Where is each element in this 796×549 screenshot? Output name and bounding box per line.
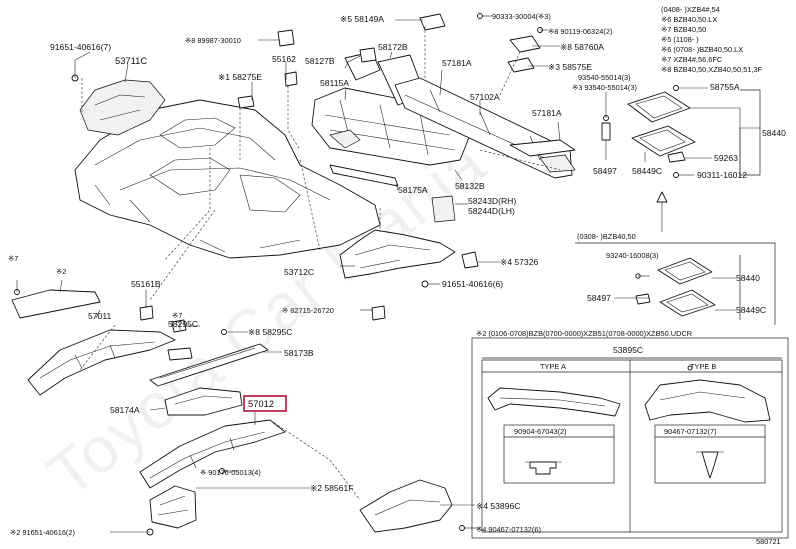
- label-90176[interactable]: ※ 90176-05013(4): [200, 468, 261, 477]
- rear-rail-57012: [139, 419, 286, 489]
- label-star-2: ※2: [56, 267, 66, 276]
- long-rail-58173B: [149, 329, 269, 387]
- label-57181A-mid[interactable]: 57181A: [532, 108, 562, 118]
- label-57011[interactable]: 57011: [88, 311, 111, 321]
- label-58575E[interactable]: ※3 58575E: [548, 62, 592, 72]
- small-brackets-top: [71, 13, 543, 109]
- floor-pan-assembly: [74, 79, 381, 259]
- label-58449C-top[interactable]: 58449C: [632, 166, 662, 176]
- label-57181A-top[interactable]: 57181A: [442, 58, 472, 68]
- label-57326[interactable]: ※4 57326: [500, 257, 538, 267]
- label-58497-top[interactable]: 58497: [593, 166, 617, 176]
- sub-kit-frame: [575, 89, 776, 325]
- note-line-2: ※6 BZB40,50.LX: [661, 15, 717, 24]
- label-58115A[interactable]: 58115A: [320, 78, 349, 88]
- subkit-93240[interactable]: 93240-16008(3): [606, 251, 659, 260]
- label-58275E[interactable]: ※1 58275E: [218, 72, 262, 82]
- side-rail-57011: [11, 289, 193, 396]
- label-58174A[interactable]: 58174A: [110, 405, 140, 415]
- inset-clip-a[interactable]: 90904-67043(2): [514, 427, 567, 436]
- wheelhouse-53896C: [359, 479, 465, 533]
- label-58127B[interactable]: 58127B: [305, 56, 335, 66]
- label-93540-a[interactable]: 93540-55014(3): [578, 73, 631, 82]
- subkit-58440[interactable]: 58440: [736, 273, 760, 283]
- label-58172B[interactable]: 58172B: [378, 42, 408, 52]
- labels: ※5 58149A 90333-30004(※3) ※8 90119-06324…: [8, 5, 786, 546]
- label-91651-6[interactable]: 91651-40616(6): [442, 279, 503, 289]
- inset-header: ※2 (0106-0708)BZB(0700-0000)XZB51(0708-0…: [476, 329, 692, 338]
- label-58755A[interactable]: 58755A: [710, 82, 740, 92]
- label-53712C[interactable]: 53712C: [284, 267, 314, 277]
- label-57102A[interactable]: 57102A: [470, 92, 500, 102]
- note-line-5: ※6 (0708- )BZB40,50.LX: [661, 45, 743, 54]
- label-55162[interactable]: 55162: [272, 54, 296, 64]
- label-59263[interactable]: 59263: [714, 153, 738, 163]
- label-58132B[interactable]: 58132B: [455, 181, 485, 191]
- label-91651-7[interactable]: 91651-40616(7): [50, 42, 111, 52]
- sill-strip-58175A: [329, 164, 399, 187]
- note-line-1: (0408- )XZB4#,54: [661, 5, 720, 14]
- note-line-4: ※5 (1108- ): [661, 35, 699, 44]
- label-58295C-a[interactable]: 58295C: [168, 319, 198, 329]
- label-93540-b[interactable]: ※3 93540-55014(3): [572, 83, 637, 92]
- floor-rail-57102A: [394, 77, 576, 179]
- wheelhouse-53712C: [339, 229, 456, 279]
- subkit-header: (0308- )BZB40,50: [577, 232, 636, 241]
- label-55161B[interactable]: 55161B: [131, 279, 161, 289]
- label-58175A[interactable]: 58175A: [398, 185, 428, 195]
- note-line-3: ※7 BZB40,50: [661, 25, 706, 34]
- label-58561F[interactable]: ※2 58561F: [310, 483, 354, 493]
- label-58244D[interactable]: 58244D(LH): [468, 206, 515, 216]
- inset-box: [471, 337, 789, 539]
- center-crossmember-58115A: [311, 51, 471, 166]
- tray-58440-sub: [635, 257, 716, 317]
- dashed-guides: [79, 26, 561, 501]
- label-53896C[interactable]: ※4 53896C: [476, 501, 520, 511]
- label-91651-2[interactable]: ※2 91651-40616(2): [10, 528, 75, 537]
- label-58173B[interactable]: 58173B: [284, 348, 314, 358]
- bracket-57326: [371, 251, 479, 321]
- label-90467-6[interactable]: ※4 90467-07132(6): [476, 525, 541, 534]
- figure-code: 580721: [756, 537, 781, 546]
- inset-clip-b[interactable]: 90467-07132(7): [664, 427, 717, 436]
- subkit-58449C[interactable]: 58449C: [736, 305, 766, 315]
- label-58295C-b[interactable]: ※8 58295C: [248, 327, 292, 337]
- label-star-7b: ※7: [172, 311, 182, 320]
- inset-type-a: TYPE A: [540, 362, 566, 371]
- inset-type-b: TYPE B: [690, 362, 716, 371]
- note-line-7: ※8 BZB40,50,XZB40,50,51,3F: [661, 65, 763, 74]
- label-58760A[interactable]: ※8 58760A: [560, 42, 604, 52]
- subkit-58497[interactable]: 58497: [587, 293, 611, 303]
- label-57012[interactable]: 57012: [248, 398, 274, 409]
- label-58243D[interactable]: 58243D(RH): [468, 196, 516, 206]
- label-90119[interactable]: ※8 90119-06324(2): [548, 27, 612, 36]
- label-90333[interactable]: 90333-30004(※3): [492, 12, 551, 21]
- label-90311[interactable]: 90311-16012: [697, 170, 747, 180]
- up-arrow-icon: [656, 191, 668, 232]
- label-58440-top[interactable]: 58440: [762, 128, 786, 138]
- highlight-box-57012[interactable]: [243, 395, 287, 412]
- label-89987[interactable]: ※8 89987-30010: [185, 36, 241, 45]
- bracket-58174A: [164, 387, 243, 416]
- inset-part-number[interactable]: 53895C: [613, 345, 643, 355]
- label-star-7: ※7: [8, 254, 18, 263]
- note-line-6: ※7 XZB4#,56,6FC: [661, 55, 723, 64]
- label-82715[interactable]: ※ 82715-26720: [282, 306, 334, 315]
- leader-lines: [16, 15, 760, 533]
- label-53711C[interactable]: 53711C: [115, 55, 147, 66]
- label-58149A[interactable]: ※5 58149A: [340, 14, 384, 24]
- block-58243D: [431, 195, 456, 223]
- frame-58449C-top: [631, 125, 696, 178]
